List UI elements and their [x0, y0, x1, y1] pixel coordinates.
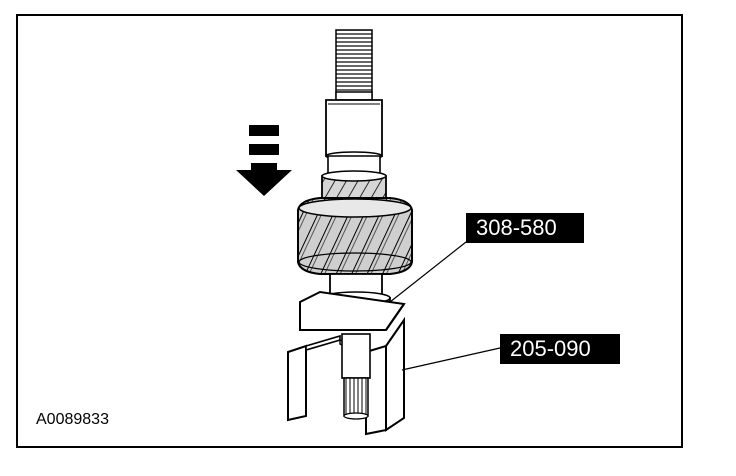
callout-308-580: 308-580: [466, 213, 584, 243]
input-shaft: [325, 99, 383, 177]
leader-line-205-090: [401, 347, 501, 371]
threaded-shaft: [335, 29, 373, 101]
splined-shaft-end: [341, 333, 371, 420]
large-helical-gear: [297, 197, 413, 275]
press-direction-arrow-icon: [236, 125, 292, 196]
figure-reference-id: A0089833: [36, 411, 109, 428]
callout-205-090: 205-090: [500, 334, 620, 364]
leader-line-308-580: [389, 241, 467, 303]
